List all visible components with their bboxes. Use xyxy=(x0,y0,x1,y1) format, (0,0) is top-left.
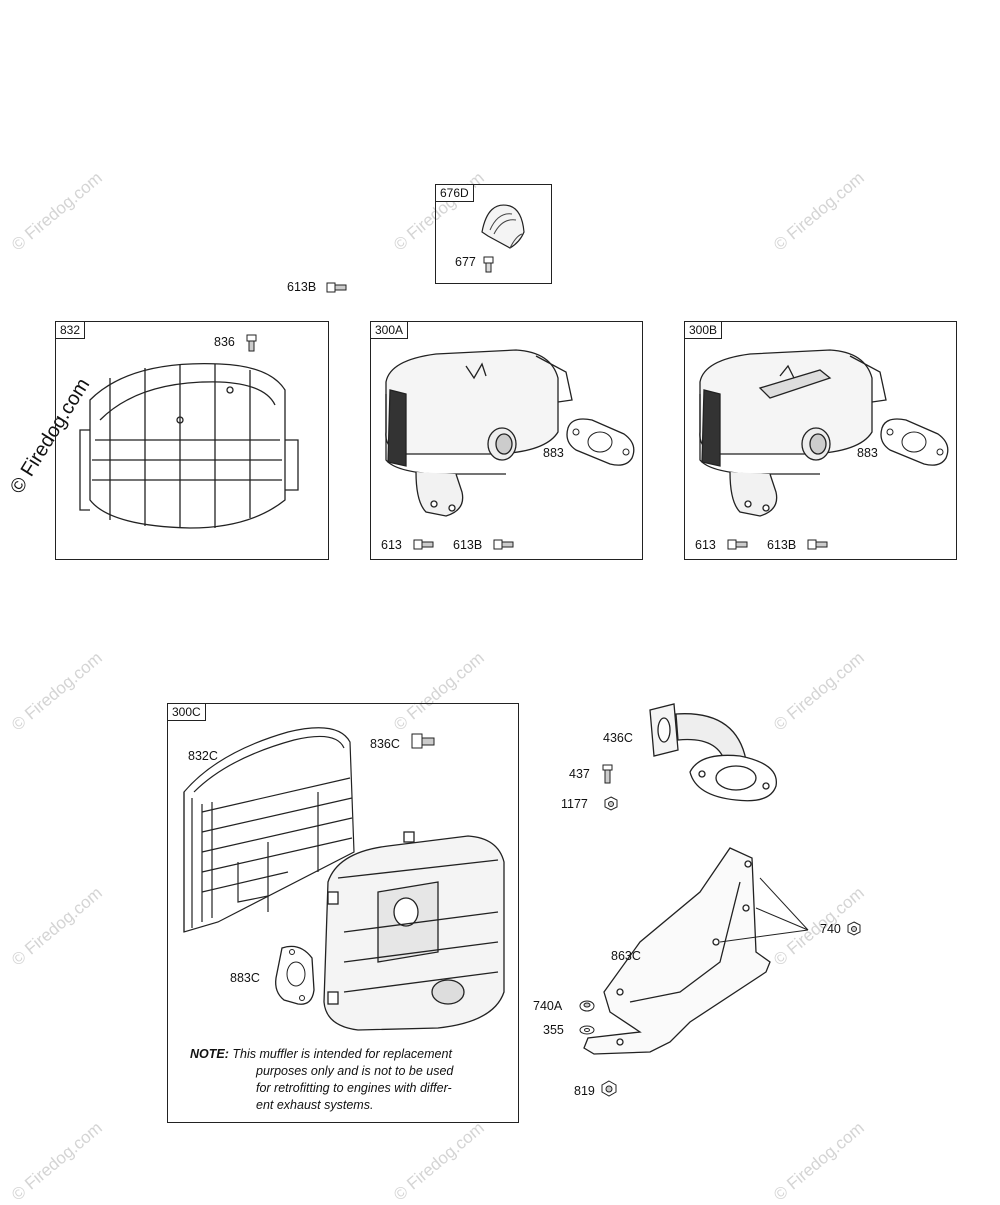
bolt-icon xyxy=(326,282,347,293)
exhaust-elbow-436c-drawing xyxy=(649,703,777,802)
part-label-677: 677 xyxy=(455,255,476,269)
gasket-883-drawing xyxy=(566,418,635,466)
part-label-836: 836 xyxy=(214,335,235,349)
part-label-740a: 740A xyxy=(533,999,563,1013)
part-label-613b: 613B xyxy=(453,538,483,552)
part-label-832c: 832C xyxy=(188,749,218,763)
watermark: © Firedog.com xyxy=(8,168,106,255)
bolt-icon xyxy=(807,539,828,550)
muffler-300c-drawing xyxy=(323,831,505,1031)
bolt-icon xyxy=(601,1080,617,1097)
panel-label: 300B xyxy=(685,322,723,339)
watermark: © Firedog.com xyxy=(770,1118,868,1205)
panel-676d: 676D xyxy=(435,184,552,284)
watermark: © Firedog.com xyxy=(8,1118,106,1205)
part-label-1177: 1177 xyxy=(561,797,588,811)
note-line: ent exhaust systems. xyxy=(256,1098,374,1112)
bolt-icon xyxy=(727,539,748,550)
gasket-883c-drawing xyxy=(275,945,315,1005)
bolt-icon xyxy=(411,733,435,749)
air-deflector-cap-drawing xyxy=(481,204,525,249)
part-label-436c: 436C xyxy=(603,731,633,745)
muffler-guard-cage-drawing xyxy=(79,362,299,529)
watermark: © Firedog.com xyxy=(390,1118,488,1205)
watermark: © Firedog.com xyxy=(8,648,106,735)
bolt-icon xyxy=(413,539,434,550)
note-line: purposes only and is not to be used xyxy=(256,1064,454,1078)
panel-300b: 300B xyxy=(684,321,957,560)
note-line: for retrofitting to engines with differ- xyxy=(256,1081,452,1095)
part-label-437: 437 xyxy=(569,767,590,781)
watermark: © Firedog.com xyxy=(8,883,106,970)
panel-300c: 300C xyxy=(167,703,519,1123)
panel-label: 300C xyxy=(168,704,206,721)
muffler-300b-drawing xyxy=(699,349,887,517)
panel-832: 832 xyxy=(55,321,329,560)
nut-icon xyxy=(604,796,618,811)
nut-icon xyxy=(847,921,861,936)
bolt-icon xyxy=(493,539,514,550)
muffler-300a-drawing xyxy=(385,349,573,517)
part-label-883c: 883C xyxy=(230,971,260,985)
screw-icon xyxy=(602,764,613,784)
muffler-guard-832c-drawing xyxy=(183,727,355,933)
panel-300a: 300A xyxy=(370,321,643,560)
part-label-836c: 836C xyxy=(370,737,400,751)
panel-label: 300A xyxy=(371,322,409,339)
part-label-883: 883 xyxy=(857,446,878,460)
part-label-613: 613 xyxy=(695,538,716,552)
part-label-613: 613 xyxy=(381,538,402,552)
part-label-355: 355 xyxy=(543,1023,564,1037)
note-line: This muffler is intended for replacement xyxy=(232,1047,452,1061)
part-label-613b: 613B xyxy=(287,280,317,294)
part-label-613b: 613B xyxy=(767,538,797,552)
panel-label: 832 xyxy=(56,322,86,339)
heat-shield-bracket-863c-drawing xyxy=(583,847,809,1055)
screw-icon xyxy=(483,256,494,273)
note-prefix: NOTE: xyxy=(190,1047,229,1061)
panel-label: 676D xyxy=(436,185,474,202)
washer-icon xyxy=(579,1025,595,1035)
watermark: © Firedog.com xyxy=(770,168,868,255)
part-label-883: 883 xyxy=(543,446,564,460)
gasket-883-drawing xyxy=(880,418,949,466)
part-label-740: 740 xyxy=(820,922,841,936)
replacement-note: NOTE: This muffler is intended for repla… xyxy=(190,1046,510,1114)
part-label-819: 819 xyxy=(574,1084,595,1098)
screw-icon xyxy=(246,334,257,352)
nut-icon xyxy=(579,1000,595,1012)
part-label-863c: 863C xyxy=(611,949,641,963)
